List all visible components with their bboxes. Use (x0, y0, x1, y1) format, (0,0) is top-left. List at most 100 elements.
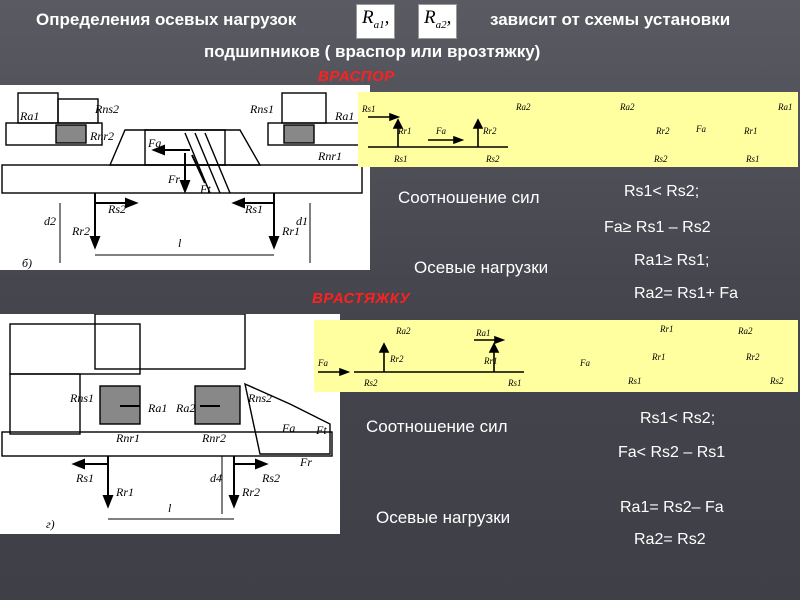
arrow-rr2-head (89, 236, 101, 250)
formula-relation-bottom-1: Rs1< Rs2; (640, 410, 716, 427)
label-vrastyazhku: ВРАСТЯЖКУ (312, 290, 411, 307)
lbl-b-ra2: Ra2 (175, 401, 195, 415)
gear-tooth-2 (194, 132, 221, 194)
sch2-lbl-rr2b: Rr2 (745, 352, 760, 362)
sch2-lbl-ra1: Ra1 (475, 328, 491, 338)
lbl-rs2: Rs2 (107, 202, 126, 216)
sch1-rr1-head (392, 118, 404, 129)
formula-axial-top-2: Ra2= Rs1+ Fa (634, 285, 739, 302)
sch2-lbl-rs2b: Rs2 (769, 376, 784, 386)
drawing-vrastyazhku: Rns1 Ra1 Ra2 Rns2 Rnr1 Rnr2 Fa Ft Fr d4 … (0, 314, 340, 534)
lbl-rs1: Rs1 (244, 202, 263, 216)
ra2-main: R (424, 7, 436, 28)
shaft-bottom (1, 431, 333, 457)
arrow-b-rr1-head (102, 495, 114, 509)
arrow-b-rr2-head (228, 495, 240, 509)
sch1-lbl-rr2: Rr2 (482, 126, 497, 136)
gear-tooth-1 (184, 132, 211, 194)
title-part1: Определения осевых нагрузок (36, 10, 297, 29)
lbl-b-fr: Fr (299, 455, 312, 469)
caption-relation-top: Соотношение сил (398, 188, 540, 207)
lbl-rr1: Rr1 (281, 224, 300, 238)
housing-bottom-left (9, 323, 141, 375)
sch1-lbl-rs1-top: Rs1 (361, 104, 376, 114)
caption-axial-top: Осевые нагрузки (414, 258, 549, 277)
sch2-lbl-ra2: Ra2 (395, 326, 411, 336)
formula-axial-top-1: Ra1≥ Rs1; (634, 252, 710, 269)
housing-bottom-body (9, 373, 81, 435)
sch1-lbl-rs1: Rs1 (393, 154, 408, 164)
formula-axial-bottom-2: Ra2= Rs2 (634, 531, 706, 548)
lbl-d2: d2 (44, 214, 56, 228)
sch1-lbl-ra2b: Ra2 (619, 102, 635, 112)
sch2-lbl-rr1b: Rr1 (659, 324, 674, 334)
housing-left-cap (57, 98, 99, 124)
sch1-lbl-rr1: Rr1 (397, 126, 412, 136)
sch1-rr2-head (472, 118, 484, 129)
ra2-sub: a2 (435, 18, 447, 31)
arrow-rs1-head (231, 197, 245, 209)
sch2-lbl-rr2: Rr2 (389, 354, 404, 364)
sch2-lbl-rr1: Rr1 (483, 356, 498, 366)
sch2-lbl-rr1c: Rr1 (651, 352, 666, 362)
lbl-b-rs1: Rs1 (75, 471, 94, 485)
lbl-b-g: г) (46, 517, 55, 531)
caption-relation-bottom: Соотношение сил (366, 417, 508, 436)
sch1-lbl-rs1b: Rs1 (745, 154, 760, 164)
formula-axial-bottom-1: Ra1= Rs2– Fa (620, 499, 724, 516)
sch2-lbl-rs1: Rs1 (507, 378, 522, 388)
sch1-lbl-rs2: Rs2 (485, 154, 500, 164)
drawing-vraspor: Ra1 Rns2 Rnr2 Fa Fr Ft Rns1 Ra1 Rnr1 d2 … (0, 85, 370, 270)
sch2-lbl-rs1b: Rs1 (627, 376, 642, 386)
ra1-main: R (362, 7, 374, 28)
lbl-b-ft: Ft (315, 423, 327, 437)
sch1-lbl-rr2b: Rr2 (655, 126, 670, 136)
sch2-lbl-ra2b: Ra2 (737, 326, 753, 336)
sch2-rr1-head (488, 342, 500, 353)
caption-axial-bottom: Осевые нагрузки (376, 508, 511, 527)
arrow-rs2-head (125, 197, 139, 209)
lbl-b-rr2: Rr2 (241, 485, 260, 499)
lbl-b-d4: d4 (210, 471, 222, 485)
lbl-b-l: l (168, 501, 172, 515)
bearing-right (283, 124, 315, 144)
housing-right-top (281, 92, 327, 124)
ra1-sub: a1 (373, 18, 385, 31)
arrow-b-rs2-head (255, 458, 269, 470)
gear-bottom-right (244, 382, 331, 455)
lbl-rns2: Rns2 (94, 102, 119, 116)
sch1-lbl-rr1b: Rr1 (743, 126, 758, 136)
lbl-ra1: Ra1 (19, 109, 39, 123)
gear-hub (144, 129, 226, 166)
ra1-box: Ra1, (356, 4, 396, 39)
ra2-tail: , (446, 7, 452, 28)
lbl-fa: Fa (147, 136, 161, 150)
lbl-b-rr1: Rr1 (115, 485, 134, 499)
lbl-b-ra1: Ra1 (147, 401, 167, 415)
sch2-ra1-head (494, 335, 506, 345)
scheme-vrastyazhku: Ra2 Ra1 Fa Rr2 Rr1 Rs2 Rs1 Rr1 Ra2 Fa Rr… (314, 320, 798, 392)
formula-relation-top-2: Fa≥ Rs1 – Rs2 (604, 219, 711, 236)
gear-bottom (94, 314, 246, 370)
sch2-lbl-rs2: Rs2 (363, 378, 378, 388)
arrow-ft-line (191, 154, 206, 184)
lbl-rnr2: Rnr2 (89, 129, 114, 143)
housing-left-body (5, 122, 103, 146)
arrow-fa-head (151, 144, 165, 156)
lbl-ft: Ft (199, 182, 211, 196)
sch2-lbl-fa: Fa (317, 358, 328, 368)
ra2-box: Ra2, (418, 4, 458, 39)
lbl-d1: d1 (296, 214, 308, 228)
lbl-l: l (178, 236, 182, 250)
lbl-b-rs2: Rs2 (261, 471, 280, 485)
shaft (1, 164, 363, 194)
sch1-lbl-rs2b: Rs2 (653, 154, 668, 164)
sch1-fa-head (453, 135, 465, 145)
lbl-fr: Fr (167, 172, 180, 186)
lbl-b-rns1: Rns1 (69, 391, 94, 405)
arrow-rr1-head (268, 236, 280, 250)
lbl-b-rnr2: Rnr2 (201, 431, 226, 445)
sch1-lbl-fa: Fa (435, 126, 446, 136)
lbl-b-rnr1: Rnr1 (115, 431, 140, 445)
